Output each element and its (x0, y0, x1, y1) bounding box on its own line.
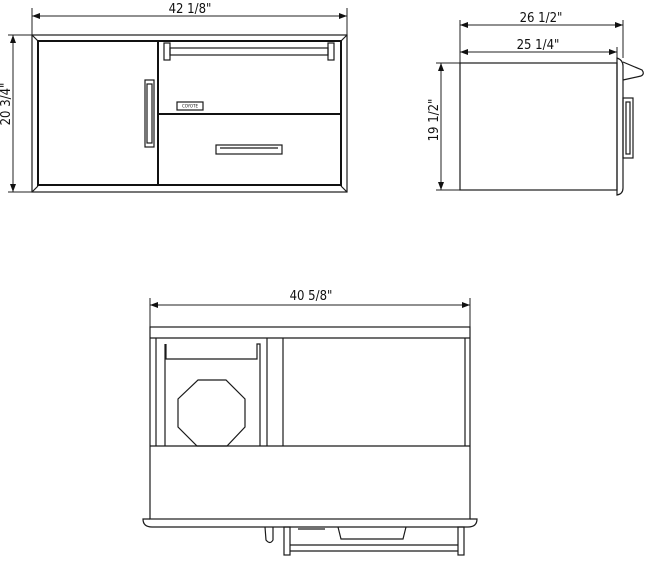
front-width-dimension: 42 1/8" (31, 2, 348, 35)
side-top-handle (622, 61, 644, 81)
svg-text:COYOTE: COYOTE (182, 104, 199, 109)
outer-frame (31, 34, 348, 193)
top-lip (142, 518, 478, 528)
top-handle (283, 526, 465, 556)
top-knob (264, 526, 274, 544)
side-height-dimension: 19 1/2" (427, 62, 460, 191)
side-view: 26 1/2" 25 1/4" 19 1/2" (427, 11, 644, 196)
top-body (149, 326, 471, 520)
front-width-label: 42 1/8" (169, 2, 212, 17)
bucket-bracket (165, 343, 261, 446)
logo-badge: COYOTE (176, 101, 204, 111)
side-overall-depth-label: 26 1/2" (520, 11, 563, 26)
octagon-bucket (177, 379, 246, 447)
front-height-label: 20 3/4" (0, 83, 14, 126)
front-height-dimension: 20 3/4" (0, 34, 32, 193)
top-drawer-handle (163, 42, 335, 61)
side-height-label: 19 1/2" (427, 99, 442, 142)
side-door-handle (622, 97, 634, 159)
side-body-depth-label: 25 1/4" (517, 38, 560, 53)
bottom-drawer-handle (215, 144, 283, 155)
side-body-depth-dimension: 25 1/4" (460, 38, 618, 58)
side-overall-depth-dimension: 26 1/2" (459, 11, 624, 63)
top-width-dimension: 40 5/8" (149, 289, 471, 327)
side-flange (616, 57, 624, 196)
top-width-label: 40 5/8" (290, 289, 333, 304)
side-body (459, 62, 618, 191)
door-handle (144, 79, 155, 148)
top-view: 40 5/8" (142, 289, 478, 556)
front-view: 42 1/8" 20 3/4" COYOTE (0, 2, 348, 193)
